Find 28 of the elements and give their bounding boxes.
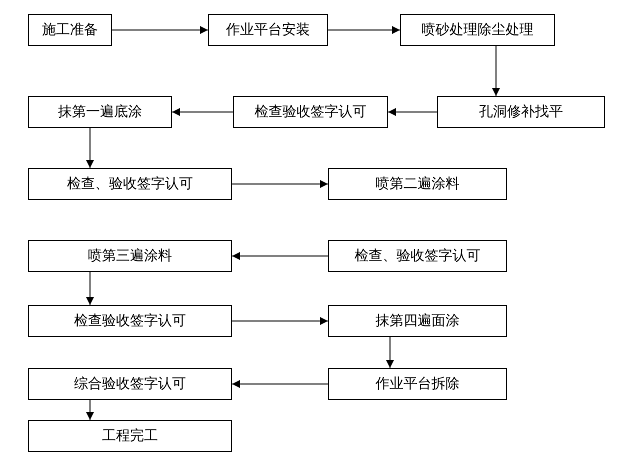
arrow	[232, 380, 328, 388]
process-box: 工程完工	[28, 420, 232, 452]
arrow	[386, 336, 394, 368]
arrow	[86, 400, 94, 420]
arrow	[112, 26, 208, 34]
arrow	[328, 26, 400, 34]
process-box: 作业平台拆除	[328, 368, 507, 400]
process-box: 喷第三遍涂料	[28, 240, 232, 272]
process-box: 喷砂处理除尘处理	[400, 14, 555, 46]
arrow	[86, 128, 94, 168]
arrow	[388, 108, 438, 116]
process-box: 抹第一遍底涂	[28, 96, 172, 128]
arrow	[232, 252, 328, 260]
arrow	[86, 272, 94, 306]
arrow	[232, 317, 328, 325]
process-box: 综合验收签字认可	[28, 368, 232, 400]
arrow	[492, 46, 500, 96]
process-box: 检查、验收签字认可	[328, 240, 507, 272]
process-box: 检查验收签字认可	[28, 305, 232, 337]
process-box: 施工准备	[28, 14, 112, 46]
process-box: 检查验收签字认可	[233, 96, 388, 128]
process-box: 作业平台安装	[208, 14, 328, 46]
process-box: 喷第二遍涂料	[328, 168, 507, 200]
process-box: 检查、验收签字认可	[28, 168, 232, 200]
process-box: 抹第四遍面涂	[328, 305, 507, 337]
arrow	[232, 180, 328, 188]
arrow	[172, 108, 234, 116]
process-box: 孔洞修补找平	[437, 96, 605, 128]
